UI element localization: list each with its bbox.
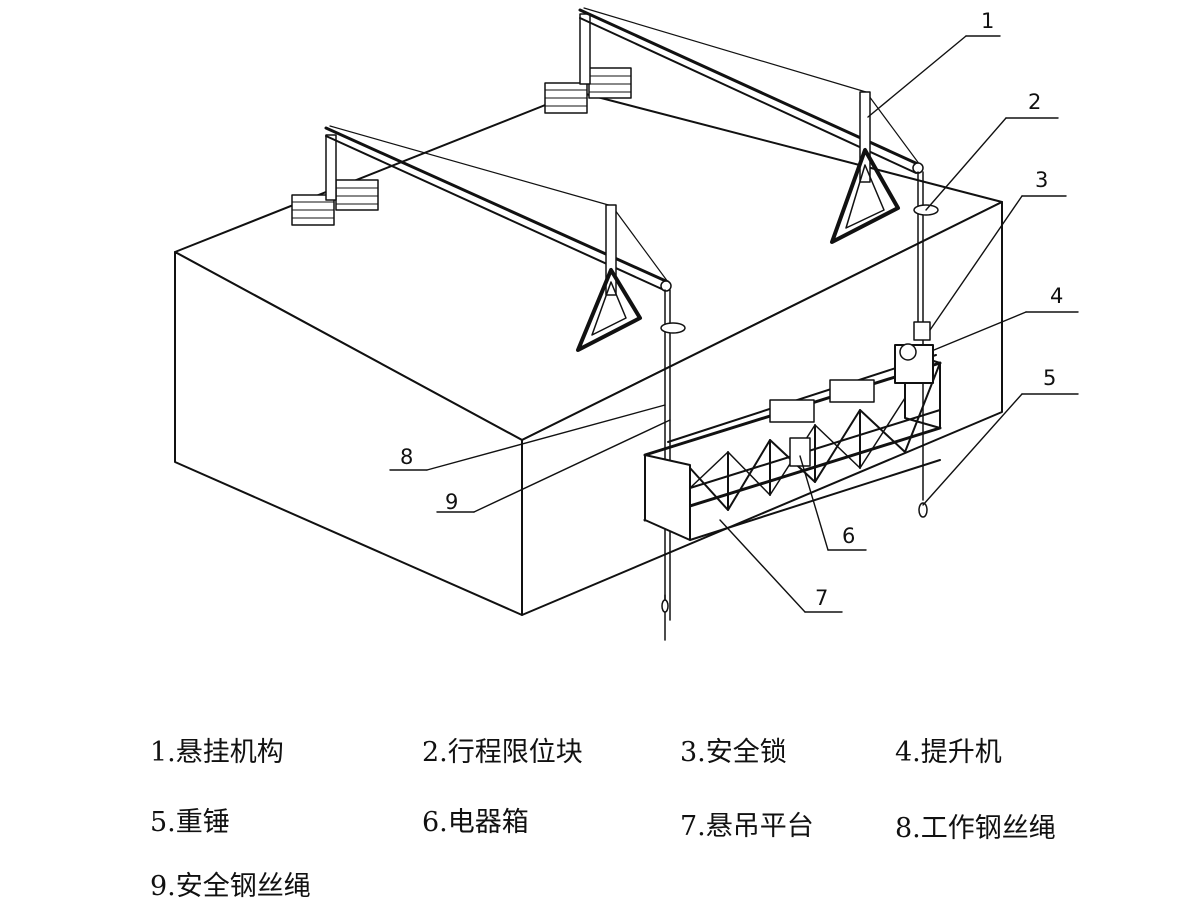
safety-lock	[913, 321, 931, 341]
callout-1: 1	[981, 9, 994, 33]
callout-8: 8	[400, 445, 413, 469]
legend-item-2: 2.行程限位块	[422, 737, 583, 768]
building	[174, 91, 1003, 616]
legend-item-1: 1.悬挂机构	[150, 737, 284, 768]
legend-item-4: 4.提升机	[895, 737, 1002, 768]
suspension-mechanism-left	[291, 125, 672, 352]
callout-9: 9	[445, 490, 458, 514]
callout-5: 5	[1043, 366, 1056, 390]
heavy-hammer-left	[661, 594, 669, 613]
legend-item-8: 8.工作钢丝绳	[895, 813, 1056, 844]
hoist	[894, 343, 934, 384]
legend-item-3: 3.安全锁	[680, 737, 787, 768]
travel-limit-block-left	[660, 322, 686, 334]
gondola-diagram: 1 2 3 4 5 6 7 8 9	[174, 7, 1079, 641]
legend-item-7: 7.悬吊平台	[680, 811, 814, 842]
callout-3: 3	[1035, 168, 1048, 192]
suspended-platform	[643, 351, 942, 541]
electrical-box	[789, 437, 811, 467]
legend-item-6: 6.电器箱	[422, 807, 529, 838]
legend-item-5: 5.重锤	[150, 807, 230, 838]
callout-leaders	[389, 35, 1079, 613]
legend-item-9: 9.安全钢丝绳	[150, 871, 311, 902]
callout-2: 2	[1028, 90, 1041, 114]
callout-6: 6	[842, 524, 855, 548]
callout-7: 7	[815, 586, 828, 610]
heavy-hammer-right	[918, 502, 928, 518]
callout-4: 4	[1050, 284, 1063, 308]
